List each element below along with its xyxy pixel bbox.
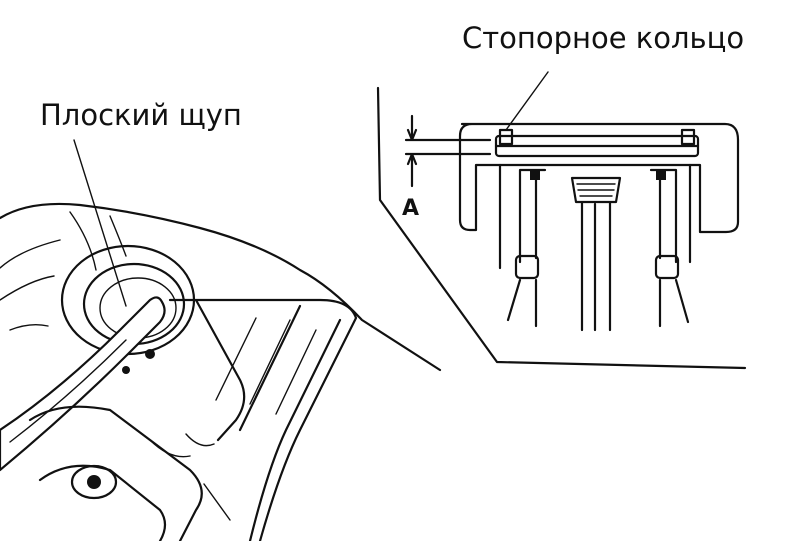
piston (518, 168, 678, 264)
bore-hole (145, 349, 155, 359)
push-rod-shading (576, 183, 616, 197)
casting-hatch (0, 239, 61, 331)
cylinder-bore (498, 163, 692, 270)
sketch-strokes (149, 433, 231, 521)
casting-outline (0, 202, 442, 372)
seal-top-right (656, 170, 666, 180)
bracket-hatch (215, 317, 317, 415)
casting-detail (69, 211, 127, 271)
main-view (0, 139, 442, 541)
caliper-housing (458, 122, 740, 234)
probe-leader-line (73, 139, 127, 307)
retaining-ring-label: Стопорное кольцо (462, 21, 745, 55)
ring-leader-line (505, 71, 549, 131)
gap-a-label: A (402, 196, 420, 221)
lower-legs (506, 278, 690, 328)
feeler-gauge-label: Плоский щуп (40, 98, 242, 132)
caliper-bracket (168, 298, 358, 541)
lower-mount (28, 405, 203, 541)
push-rod (570, 176, 622, 332)
bore-hole-2 (122, 366, 130, 374)
mount-bolt (70, 464, 118, 500)
gap-dimension (404, 114, 492, 188)
seal-bottom-right (654, 254, 680, 280)
feeler-gauge (0, 296, 166, 472)
feeler-gauge-edge (9, 339, 127, 443)
detail-inset (376, 71, 747, 370)
ring-end-right (680, 128, 696, 146)
seal-bottom-left (514, 254, 540, 280)
inset-border (376, 86, 747, 370)
mount-bolt-center (87, 475, 101, 489)
seal-top-left (530, 170, 540, 180)
